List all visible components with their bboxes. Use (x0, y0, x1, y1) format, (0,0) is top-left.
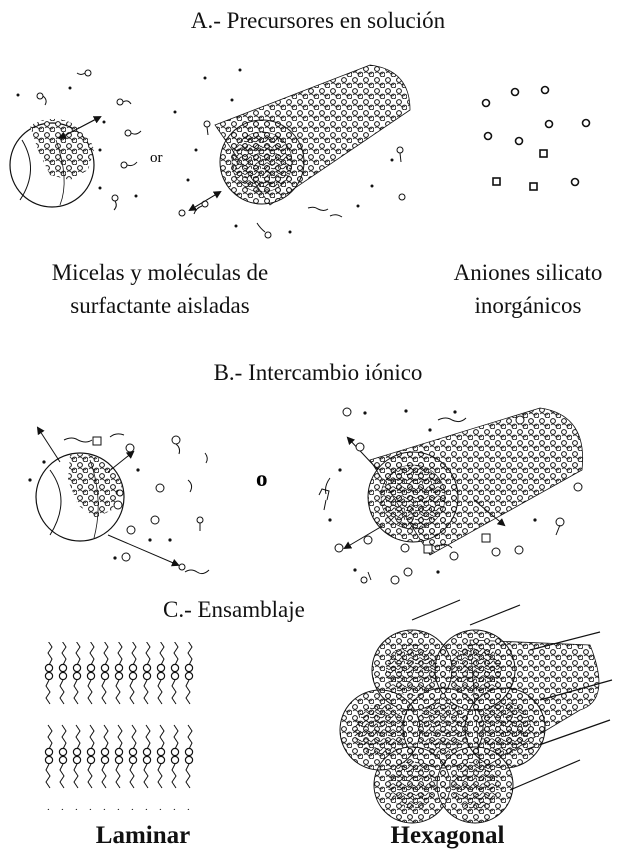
micelle-cylindrical-b (368, 408, 583, 555)
hexagonal-label: Hexagonal (330, 822, 565, 850)
micelle-cylindrical-a (215, 65, 410, 205)
micelle-spherical-a (10, 119, 94, 207)
section-c-title: C.- Ensamblaje (163, 597, 305, 623)
section-a-title: A.- Precursores en solución (0, 8, 636, 34)
section-b-title: B.- Intercambio iónico (0, 360, 636, 386)
silicate-anions-caption: Aniones silicato inorgánicos (420, 256, 636, 322)
or-label-a: or (150, 150, 163, 166)
silicate-anions-a (483, 87, 590, 191)
hexagonal-structure (340, 600, 612, 823)
or-label-b: o (256, 466, 268, 491)
micelle-spherical-b (36, 453, 124, 541)
micelles-caption: Micelas y moléculas de surfactante aisla… (10, 256, 310, 322)
laminar-label: Laminar (48, 822, 238, 850)
laminar-structure (43, 642, 197, 810)
